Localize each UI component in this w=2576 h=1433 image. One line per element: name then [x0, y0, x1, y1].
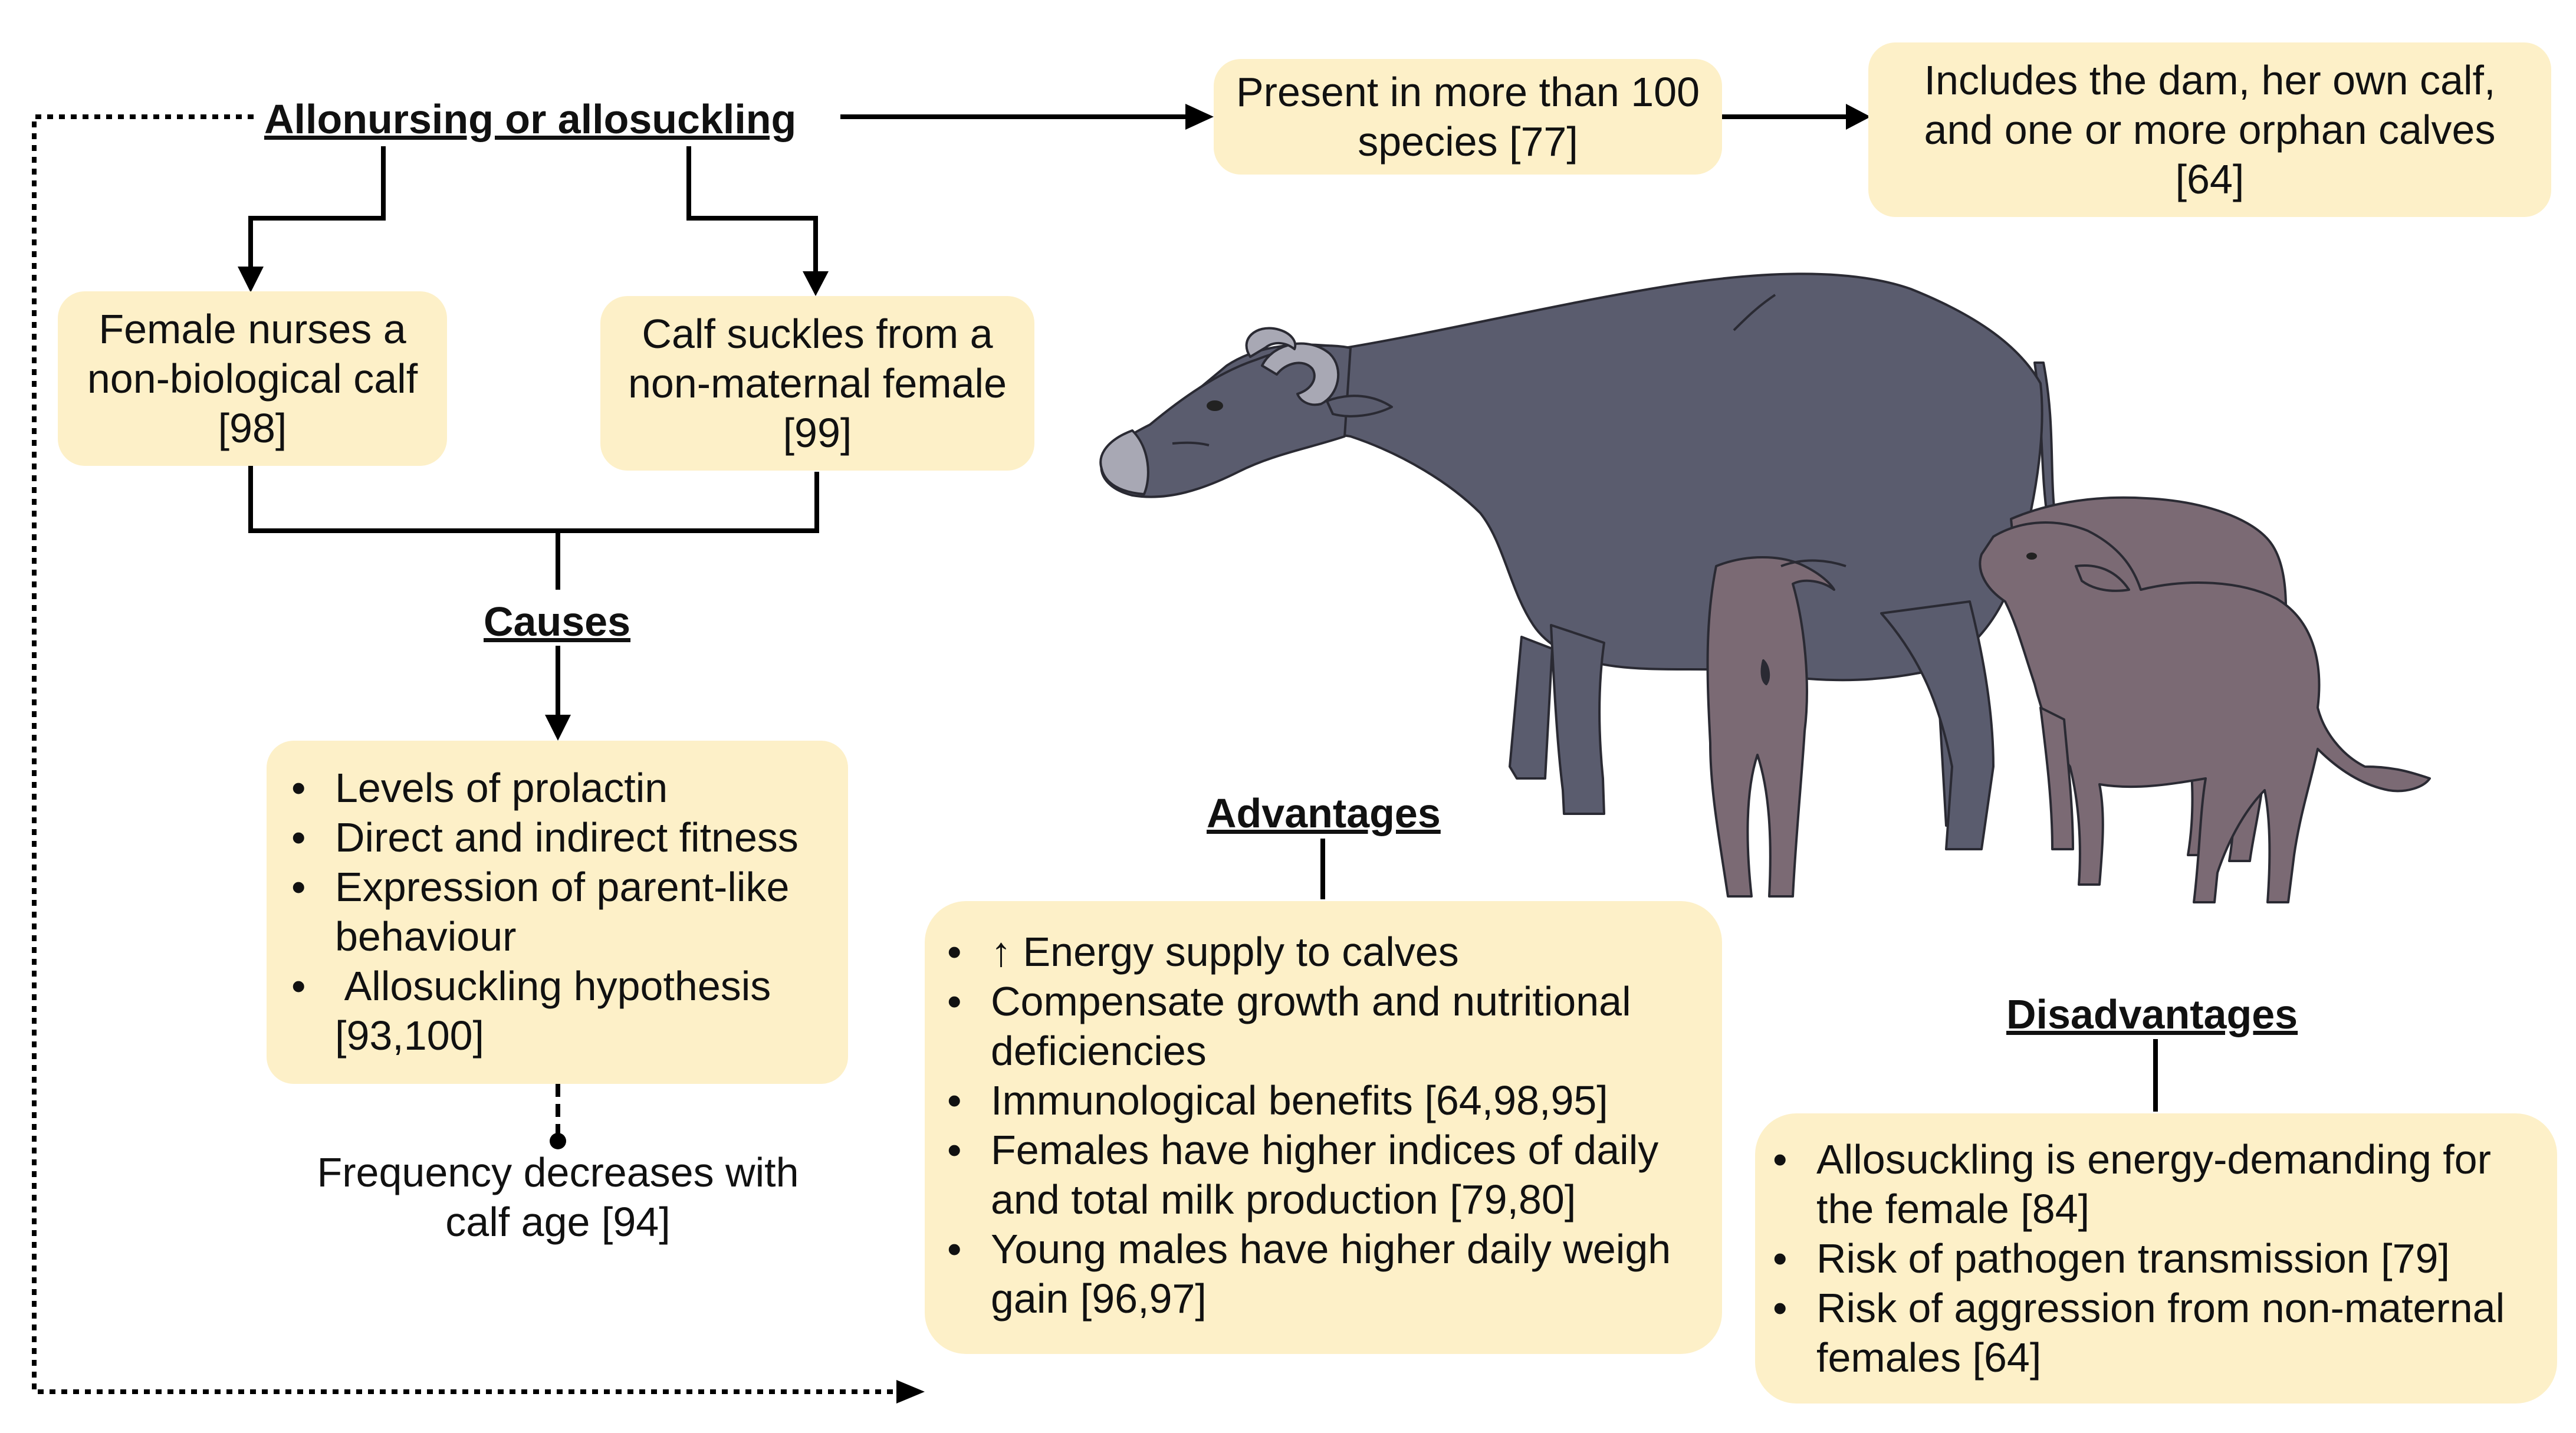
includes-box: Includes the dam, her own calf, and one …	[1868, 42, 2551, 217]
disadvantages-item-line: Allosuckling is energy-demanding for	[1816, 1136, 2491, 1182]
causes-item-line: Direct and indirect fitness	[335, 814, 799, 860]
advantages-item-line: Young males have higher daily weigh	[991, 1226, 1671, 1272]
causes-item: Levels of prolactin	[278, 763, 848, 813]
root-title: Allonursing or allosuckling	[264, 96, 797, 142]
frequency-note: Frequency decreases with calf age [94]	[283, 1148, 833, 1247]
causes-item-line: Allosuckling hypothesis	[335, 963, 771, 1009]
dotted-loop-connector	[32, 114, 896, 1394]
water-buffalo-cow-icon	[1099, 272, 2056, 850]
right-calf-icon	[1979, 496, 2431, 903]
arrowhead-female	[238, 267, 264, 292]
causes-list: Levels of prolactin Direct and indirect …	[278, 763, 848, 1060]
female-nurses-box: Female nurses a non-biological calf [98]	[58, 291, 447, 466]
disadvantages-item: Allosuckling is energy-demanding for the…	[1760, 1135, 2557, 1234]
causes-item-line: Levels of prolactin	[335, 765, 668, 811]
root-to-calf-connector	[686, 146, 818, 274]
species-box: Present in more than 100 species [77]	[1214, 59, 1722, 175]
advantages-title: Advantages	[1207, 790, 1441, 836]
female-nurses-line: Female nurses a	[98, 306, 406, 352]
includes-line: [64]	[2175, 156, 2245, 202]
root-to-female-connector	[248, 146, 386, 268]
causes-box: Levels of prolactin Direct and indirect …	[267, 741, 848, 1084]
causes-item-line: behaviour	[335, 913, 517, 959]
disadvantages-list: Allosuckling is energy-demanding for the…	[1760, 1135, 2557, 1382]
advantages-item-line: Compensate growth and nutritional	[991, 978, 1631, 1024]
disadvantages-item-line: females [64]	[1816, 1335, 2042, 1381]
disadvantages-item-line: Risk of aggression from non-maternal	[1816, 1285, 2505, 1331]
calf-suckles-line: Calf suckles from a	[642, 311, 993, 357]
female-nurses-line: non-biological calf	[87, 356, 418, 402]
causes-item: Expression of parent-like behaviour	[278, 862, 848, 961]
advantages-item-line: ↑ Energy supply to calves	[991, 929, 1459, 975]
species-line: Present in more than 100	[1236, 69, 1700, 115]
advantages-item-line: deficiencies	[991, 1028, 1207, 1074]
advantages-item-line: and total milk production [79,80]	[991, 1176, 1576, 1222]
advantages-item-line: Immunological benefits [64,98,95]	[991, 1077, 1608, 1123]
advantages-item: Immunological benefits [64,98,95]	[934, 1076, 1722, 1125]
causes-item-line: Expression of parent-like	[335, 864, 790, 910]
advantages-item-line: gain [96,97]	[991, 1276, 1207, 1322]
disadvantages-box: Allosuckling is energy-demanding for the…	[1755, 1113, 2557, 1404]
disadvantages-item: Risk of aggression from non-maternal fem…	[1760, 1283, 2557, 1382]
calf-suckles-box: Calf suckles from a non-maternal female …	[600, 296, 1034, 471]
disadvantages-item-line: Risk of pathogen transmission [79]	[1816, 1235, 2450, 1281]
causes-title: Causes	[484, 599, 631, 645]
advantages-box: ↑ Energy supply to calves Compensate gro…	[925, 901, 1722, 1354]
female-nurses-line: [98]	[218, 405, 287, 451]
arrowhead-dotted-loop	[896, 1380, 925, 1404]
causes-item-line: [93,100]	[335, 1013, 484, 1059]
arrowhead-causes-box	[545, 715, 571, 741]
arrowhead-species	[1185, 104, 1214, 130]
calf-suckles-line: [99]	[783, 410, 852, 456]
boxes-merge-connector	[248, 466, 819, 533]
advantages-item: Young males have higher daily weigh gain…	[934, 1224, 1722, 1323]
advantages-item: ↑ Energy supply to calves	[934, 927, 1722, 977]
arrowhead-calf	[803, 271, 829, 296]
advantages-item: Females have higher indices of daily and…	[934, 1125, 1722, 1224]
left-calf-icon	[1706, 556, 1846, 898]
species-line: species [77]	[1358, 119, 1578, 165]
frequency-dot	[550, 1133, 566, 1149]
causes-item: Direct and indirect fitness	[278, 813, 848, 862]
includes-line: and one or more orphan calves	[1924, 107, 2496, 153]
causes-item: Allosuckling hypothesis [93,100]	[278, 961, 848, 1060]
advantages-item: Compensate growth and nutritional defici…	[934, 977, 1722, 1076]
frequency-note-line: Frequency decreases with	[317, 1149, 799, 1195]
includes-line: Includes the dam, her own calf,	[1924, 57, 2496, 103]
disadvantages-item: Risk of pathogen transmission [79]	[1760, 1234, 2557, 1283]
buffalo-illustration	[1099, 272, 2431, 903]
arrowhead-includes	[1846, 104, 1871, 130]
disadvantages-item-line: the female [84]	[1816, 1186, 2090, 1232]
disadvantages-title: Disadvantages	[2006, 991, 2298, 1037]
frequency-note-line: calf age [94]	[445, 1199, 671, 1245]
calf-suckles-line: non-maternal female	[628, 360, 1007, 406]
advantages-item-line: Females have higher indices of daily	[991, 1127, 1659, 1173]
advantages-list: ↑ Energy supply to calves Compensate gro…	[934, 927, 1722, 1323]
